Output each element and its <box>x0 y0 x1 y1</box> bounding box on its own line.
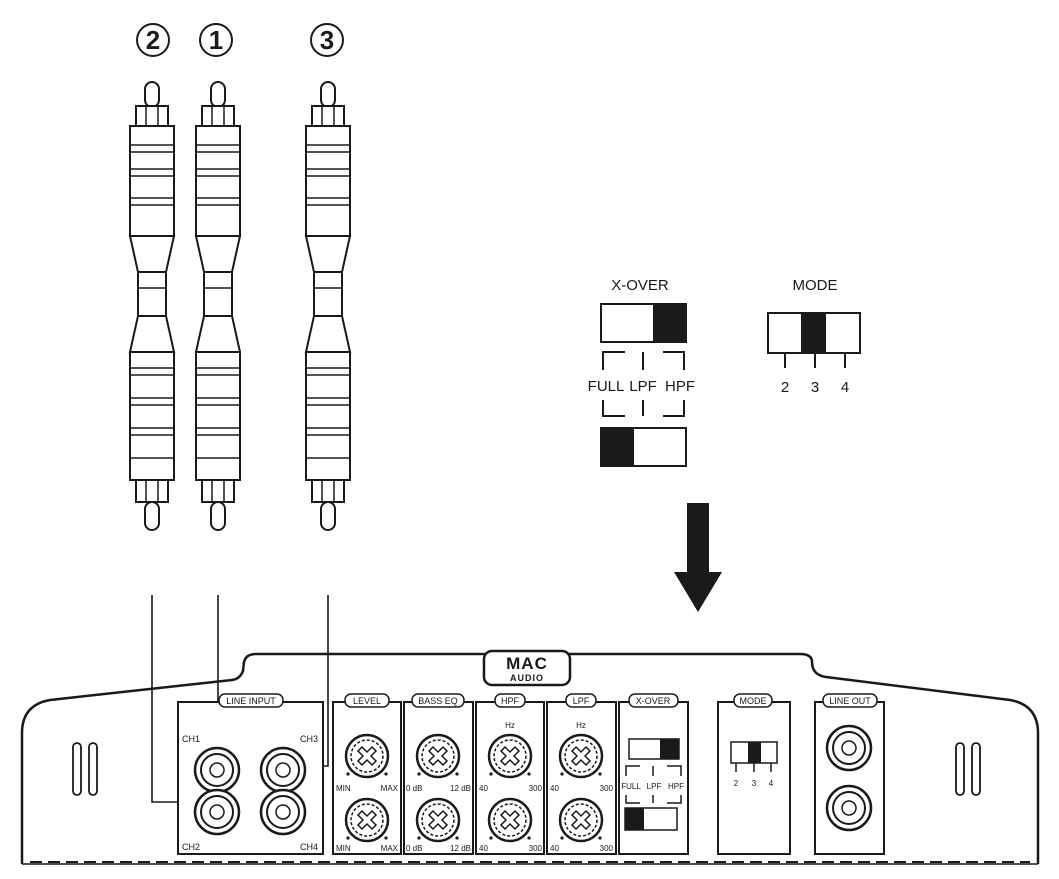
bass-eq-knob-1 <box>415 733 461 779</box>
svg-text:MAC: MAC <box>506 654 548 673</box>
svg-text:MAX: MAX <box>381 784 399 793</box>
svg-text:LINE OUT: LINE OUT <box>829 696 871 706</box>
plug-label-1: 1 <box>199 23 233 57</box>
ch1-label: CH1 <box>182 734 200 744</box>
vent-left <box>72 742 98 796</box>
input-jack-ch3 <box>259 746 307 794</box>
bass-eq-section: BASS EQ 0 dB 12 dB 0 dB 12 dB <box>403 693 474 855</box>
svg-text:Hz: Hz <box>505 721 515 730</box>
svg-text:FULL: FULL <box>621 782 641 791</box>
input-jack-ch2 <box>193 788 241 836</box>
svg-text:4: 4 <box>769 779 774 788</box>
line-input-section: LINE INPUT CH1 CH3 CH2 CH4 <box>177 693 324 855</box>
level-knob-2 <box>344 797 390 843</box>
rca-plug-1 <box>195 81 241 531</box>
mode-detail-opt-2: 2 <box>781 379 789 396</box>
brand-logo: MAC AUDIO <box>482 649 572 687</box>
svg-text:BASS EQ: BASS EQ <box>418 696 458 706</box>
input-jack-ch1 <box>193 746 241 794</box>
down-arrow-icon <box>674 503 722 612</box>
svg-text:AUDIO: AUDIO <box>510 673 544 683</box>
mode-section: MODE 2 3 4 <box>717 693 791 855</box>
line-out-section: LINE OUT <box>814 693 885 855</box>
ch3-label: CH3 <box>300 734 318 744</box>
svg-text:300: 300 <box>529 844 543 853</box>
svg-text:300: 300 <box>529 784 543 793</box>
svg-text:LEVEL: LEVEL <box>353 696 381 706</box>
svg-text:MIN: MIN <box>336 784 351 793</box>
svg-text:0 dB: 0 dB <box>406 844 422 853</box>
mode-detail-opt-4: 4 <box>841 379 849 396</box>
rca-plug-2 <box>129 81 175 531</box>
svg-text:X-OVER: X-OVER <box>636 696 671 706</box>
plug-label-3: 3 <box>310 23 344 57</box>
svg-text:300: 300 <box>600 844 614 853</box>
lpf-knob-2 <box>558 797 604 843</box>
ch4-label: CH4 <box>300 842 318 852</box>
svg-text:40: 40 <box>550 784 559 793</box>
plug-label-2: 2 <box>136 23 170 57</box>
hpf-knob-2 <box>487 797 533 843</box>
mode-detail-title: MODE <box>793 277 838 294</box>
xover-detail: X-OVER FULL LPF HPF <box>588 277 695 467</box>
svg-text:MODE: MODE <box>740 696 767 706</box>
mode-detail-opt-3: 3 <box>811 379 819 396</box>
svg-text:3: 3 <box>320 25 334 55</box>
rca-plug-3 <box>305 81 351 531</box>
output-jack-2 <box>825 784 873 832</box>
svg-text:LINE INPUT: LINE INPUT <box>226 696 276 706</box>
svg-text:Hz: Hz <box>576 721 586 730</box>
svg-text:40: 40 <box>550 844 559 853</box>
svg-text:12 dB: 12 dB <box>450 784 471 793</box>
svg-text:2: 2 <box>734 779 739 788</box>
level-section: LEVEL MIN MAX MIN MAX <box>332 693 402 855</box>
svg-text:40: 40 <box>479 844 488 853</box>
svg-text:MAX: MAX <box>381 844 399 853</box>
xover-detail-hpf: HPF <box>665 378 695 395</box>
output-jack-1 <box>825 724 873 772</box>
vent-right <box>955 742 981 796</box>
svg-text:HPF: HPF <box>668 782 684 791</box>
svg-text:HPF: HPF <box>501 696 520 706</box>
mode-detail: MODE 2 3 4 <box>767 277 861 396</box>
svg-text:40: 40 <box>479 784 488 793</box>
svg-text:LPF: LPF <box>573 696 590 706</box>
lpf-knob-1 <box>558 733 604 779</box>
xover-section: X-OVER FULL LPF HPF <box>618 693 689 855</box>
hpf-section: HPF Hz 40 300 40 300 <box>475 693 545 855</box>
ch2-label: CH2 <box>182 842 200 852</box>
svg-text:3: 3 <box>752 779 757 788</box>
hpf-knob-1 <box>487 733 533 779</box>
svg-text:1: 1 <box>209 25 223 55</box>
svg-text:300: 300 <box>600 784 614 793</box>
lpf-section: LPF Hz 40 300 40 300 <box>546 693 617 855</box>
svg-text:0 dB: 0 dB <box>406 784 422 793</box>
level-knob-1 <box>344 733 390 779</box>
xover-detail-full: FULL <box>588 378 625 395</box>
svg-text:2: 2 <box>146 25 160 55</box>
xover-detail-title: X-OVER <box>611 277 669 294</box>
svg-text:LPF: LPF <box>647 782 662 791</box>
xover-detail-lpf: LPF <box>629 378 657 395</box>
input-jack-ch4 <box>259 788 307 836</box>
bass-eq-knob-2 <box>415 797 461 843</box>
svg-text:12 dB: 12 dB <box>450 844 471 853</box>
amplifier-panel: MAC AUDIO LINE INPUT CH1 CH3 CH2 CH4 LEV… <box>20 649 1040 865</box>
svg-text:MIN: MIN <box>336 844 351 853</box>
